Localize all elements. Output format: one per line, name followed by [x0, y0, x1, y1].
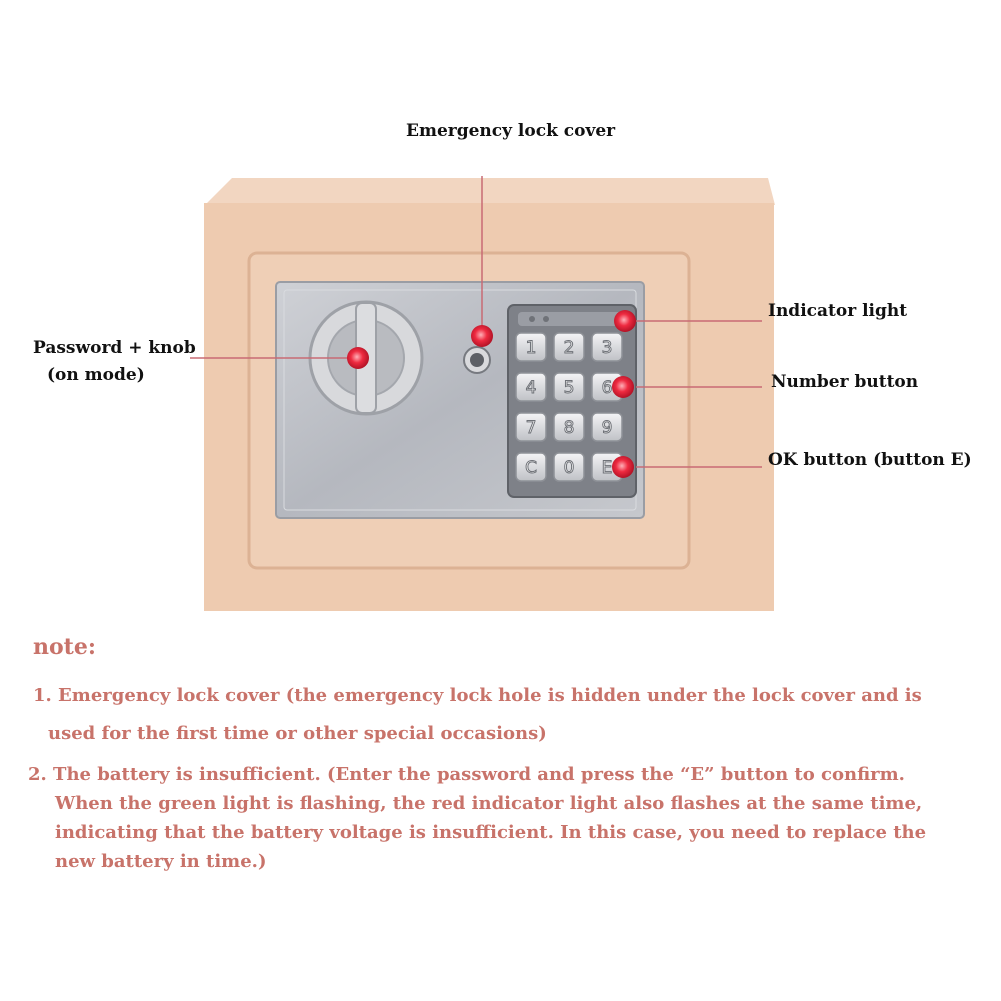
note-2-line-1: 2. The battery is insufficient. (Enter t…: [28, 764, 905, 785]
keypad-key-0[interactable]: 0: [553, 452, 585, 482]
keypad-key-label: C: [525, 458, 537, 478]
keypad-key-label: 8: [564, 418, 575, 438]
keypad-key-c[interactable]: C: [515, 452, 547, 482]
label-emergency-lock-cover: Emergency lock cover: [406, 121, 616, 141]
keypad-key-9[interactable]: 9: [591, 412, 623, 442]
keypad-key-3[interactable]: 3: [591, 332, 623, 362]
keypad-key-label: 1: [526, 338, 537, 358]
notes-heading: note:: [33, 634, 96, 660]
label-number-button: Number button: [771, 372, 919, 392]
keypad-key-label: 5: [564, 378, 575, 398]
marker-indicator-light: [614, 310, 636, 332]
note-2-line-4: new battery in time.): [55, 851, 267, 872]
keypad-key-2[interactable]: 2: [553, 332, 585, 362]
marker-knob: [347, 347, 369, 369]
label-on-mode: (on mode): [47, 365, 145, 385]
keypad: 1 2 3 4 5 6 7 8 9C 0 E: [507, 304, 637, 498]
keypad-key-label: 6: [602, 378, 613, 398]
keypad-key-5[interactable]: 5: [553, 372, 585, 402]
keypad-key-4[interactable]: 4: [515, 372, 547, 402]
note-1-line-2: used for the first time or other special…: [48, 723, 547, 744]
keypad-key-label: 4: [526, 378, 537, 398]
label-password-knob: Password + knob: [33, 338, 196, 358]
note-1-line-1: 1. Emergency lock cover (the emergency l…: [33, 685, 922, 706]
keypad-key-label: 2: [564, 338, 575, 358]
note-2-line-3: indicating that the battery voltage is i…: [55, 822, 927, 843]
keypad-key-label: 9: [602, 418, 613, 438]
label-indicator-light: Indicator light: [768, 301, 908, 321]
markers: [347, 310, 636, 478]
indicator-led-red: [543, 316, 549, 322]
keypad-key-7[interactable]: 7: [515, 412, 547, 442]
indicator-strip: [518, 312, 626, 326]
keypad-key-label: 7: [526, 418, 537, 438]
marker-number-button: [612, 376, 634, 398]
emergency-lock: [463, 346, 491, 374]
indicator-led-green: [529, 316, 535, 322]
keypad-key-1[interactable]: 1: [515, 332, 547, 362]
keypad-key-label: 0: [564, 458, 575, 478]
marker-ok-button: [612, 456, 634, 478]
keypad-key-e[interactable]: E: [591, 452, 623, 482]
marker-emergency-lock: [471, 325, 493, 347]
keypad-key-label: E: [602, 458, 613, 478]
keypad-key-8[interactable]: 8: [553, 412, 585, 442]
safe-top-face: [205, 178, 775, 205]
keypad-key-label: 3: [602, 338, 613, 358]
note-2-line-2: When the green light is flashing, the re…: [55, 793, 923, 814]
label-ok-button: OK button (button E): [768, 450, 972, 470]
leader-lines: [190, 176, 762, 468]
